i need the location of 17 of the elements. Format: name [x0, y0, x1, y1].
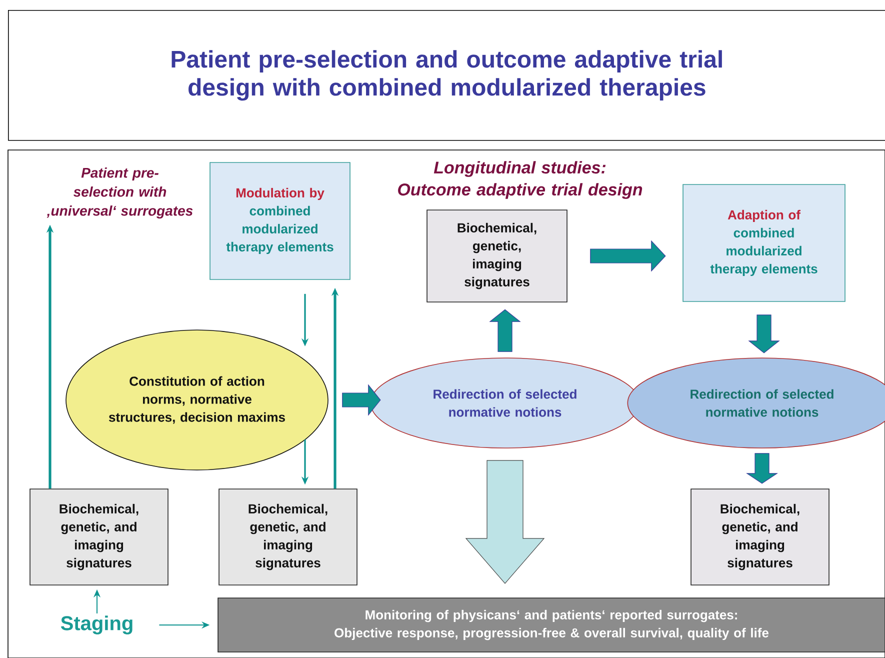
signature-box: Biochemical, genetic, and imaging signatures — [690, 488, 830, 586]
signature-box: Biochemical, genetic, imaging signatures — [426, 210, 568, 302]
monitoring-bar: Monitoring of physicans‘ and patients‘ reported surrogates: Objective response, progression-free & overall survival, quality of life — [218, 598, 885, 652]
process-box: Adaption of combined modularized therapy elements — [682, 184, 846, 302]
block-arrow — [342, 384, 381, 416]
signature-box: Biochemical, genetic, and imaging signatures — [218, 488, 358, 586]
block-arrow — [590, 240, 666, 272]
heading: Longitudinal studies: Outcome adaptive trial design — [398, 161, 642, 199]
block-arrow — [489, 309, 521, 352]
signature-box: Biochemical, genetic, and imaging signatures — [30, 488, 168, 586]
block-arrow — [465, 460, 545, 584]
block-arrow — [748, 314, 780, 354]
block-arrow — [746, 453, 778, 484]
italic-caption: Patient pre-selection with ‚universal‘ surrogates — [46, 167, 193, 219]
title-box: Patient pre-selection and outcome adaptive trial design with combined modularized therapies — [8, 10, 885, 141]
staging-label: Staging — [60, 616, 132, 634]
process-box: Modulation by combined modularized therapy elements — [210, 162, 350, 280]
